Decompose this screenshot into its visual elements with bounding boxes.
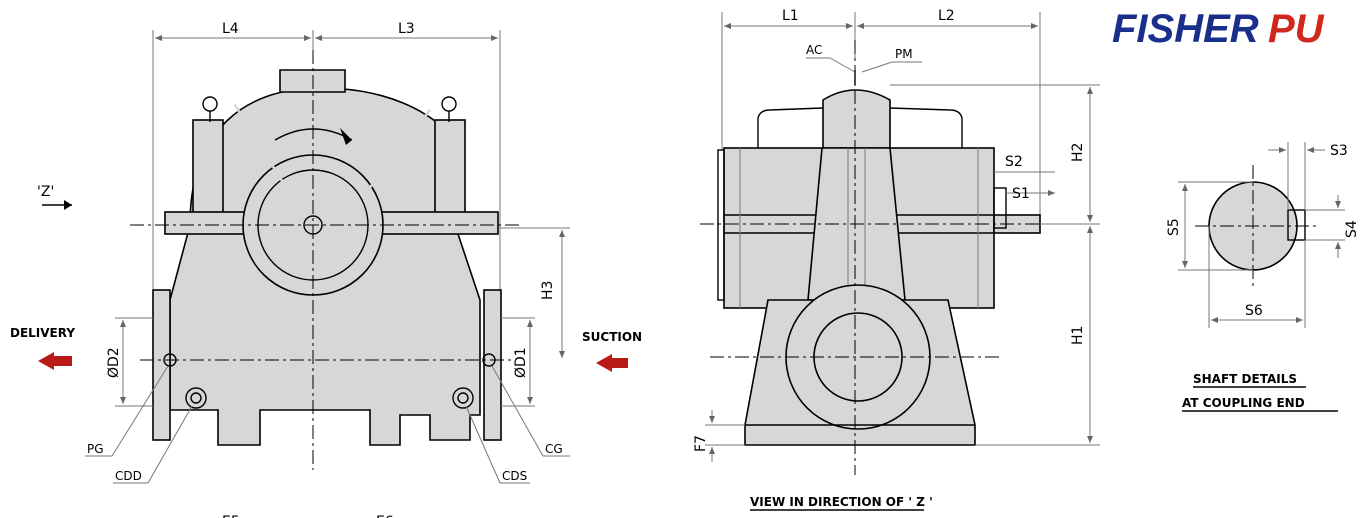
dim-h1: H1 [1070, 326, 1086, 345]
rotation-arrow-icon [340, 128, 352, 145]
left-lifting-eye [202, 96, 218, 112]
dim-e5: E5 [222, 514, 240, 518]
side-view: L1 L2 AC PM [693, 8, 1100, 511]
callout-cg: CG [545, 442, 563, 456]
side-view-caption: VIEW IN DIRECTION OF ' Z ' [750, 495, 933, 509]
callout-pg: PG [87, 442, 104, 456]
callout-cdd: CDD [115, 469, 142, 483]
dim-s6: S6 [1245, 303, 1263, 319]
dim-l4: L4 [222, 21, 239, 37]
delivery-arrow-icon [38, 352, 72, 370]
shaft-caption-line1: SHAFT DETAILS [1193, 372, 1297, 386]
dim-s4: S4 [1344, 220, 1360, 238]
dim-l3: L3 [398, 21, 415, 37]
brand-part-2: PU [1268, 7, 1325, 51]
callout-cds: CDS [502, 469, 527, 483]
delivery-flange [152, 289, 171, 441]
shaft-detail: S3 S4 S5 S6 SHAFT DETAILS AT COUPLING EN… [1166, 142, 1360, 412]
delivery-label: DELIVERY [10, 326, 75, 340]
brand-part-1: FISHER [1112, 7, 1259, 51]
dim-e6: E6 [376, 514, 394, 518]
dim-s2: S2 [1005, 154, 1023, 170]
callout-pm: PM [895, 47, 913, 61]
dim-f7: F7 [693, 435, 709, 452]
callout-ac: AC [806, 43, 822, 57]
cdd-drain [185, 387, 207, 409]
brand-logo: FISHER PU [1112, 7, 1325, 51]
dim-l1: L1 [782, 8, 799, 24]
view-arrow-icon [64, 200, 72, 210]
suction-arrow-icon [596, 354, 628, 372]
right-bracket [434, 119, 466, 221]
dim-s3: S3 [1330, 143, 1348, 159]
dim-h3: H3 [540, 281, 556, 300]
front-view: L4 L3 [10, 21, 642, 518]
dim-d2: ØD2 [106, 347, 122, 378]
dim-s1: S1 [1012, 186, 1030, 202]
dimension-l4-l3: L4 L3 [152, 21, 501, 290]
dim-s5: S5 [1166, 218, 1182, 236]
dim-h2: H2 [1070, 143, 1086, 162]
dim-d1: ØD1 [513, 347, 529, 378]
suction-label: SUCTION [582, 330, 642, 344]
cds-drain [452, 387, 474, 409]
left-bracket [192, 119, 224, 221]
view-marker-z: 'Z' [37, 184, 54, 200]
right-lifting-eye [441, 96, 457, 112]
shaft-key [1287, 209, 1306, 241]
dim-l2: L2 [938, 8, 955, 24]
shaft-caption-line2: AT COUPLING END [1182, 396, 1305, 410]
top-dome [822, 89, 891, 151]
